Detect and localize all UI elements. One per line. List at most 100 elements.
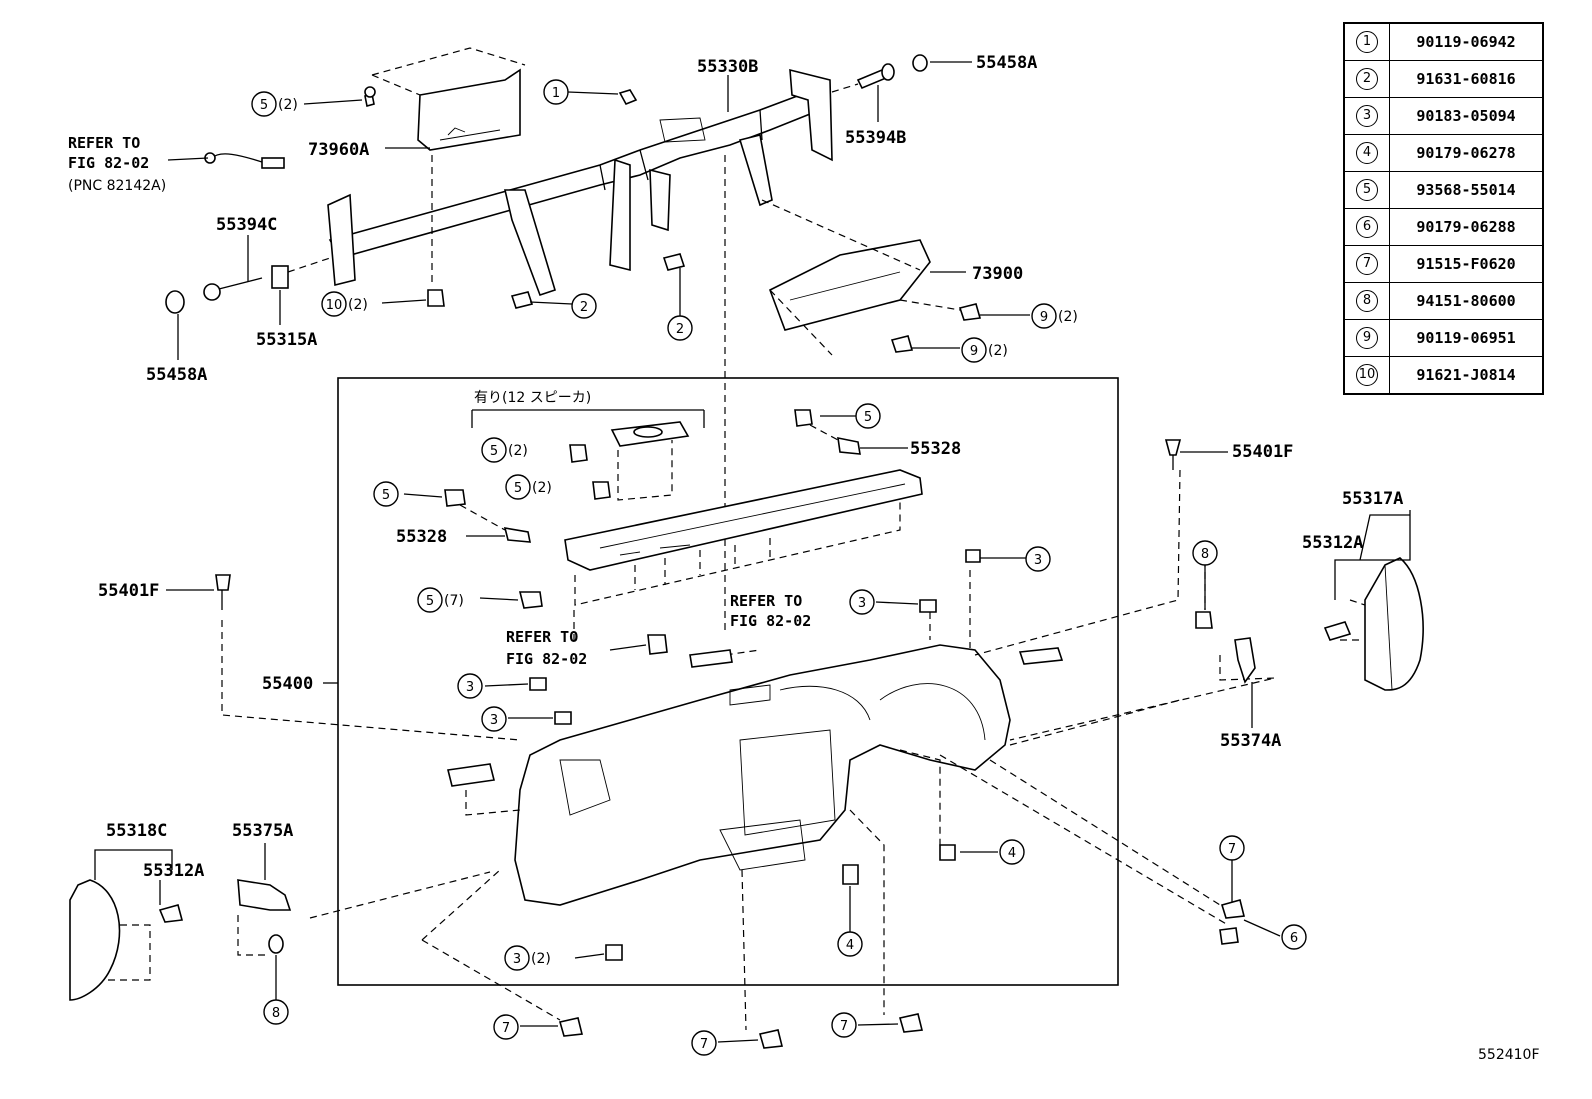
legend-number: 6	[1356, 216, 1378, 238]
label-55328-left: 55328	[396, 527, 447, 547]
clip-55312A-left	[158, 904, 184, 923]
label-55328-right: 55328	[910, 439, 961, 459]
callout-2a: 2	[571, 293, 597, 319]
svg-text:FIG 82-02: FIG 82-02	[68, 154, 149, 172]
svg-text:3: 3	[1034, 553, 1042, 568]
legend-number: 5	[1356, 179, 1378, 201]
callout-5-speaker1: 5	[481, 437, 507, 463]
legend-part-number: 90119-06951	[1389, 319, 1544, 357]
label-55312A-left: 55312A	[143, 861, 204, 881]
callout-7d: 7	[831, 1012, 857, 1038]
svg-text:5: 5	[382, 488, 390, 503]
svg-text:4: 4	[846, 938, 854, 953]
svg-text:3: 3	[490, 713, 498, 728]
svg-text:5: 5	[514, 481, 522, 496]
label-55394C: 55394C	[216, 215, 277, 235]
svg-text:5: 5	[260, 98, 268, 113]
svg-text:(2): (2)	[988, 343, 1008, 359]
svg-text:(2): (2)	[531, 951, 551, 967]
svg-text:7: 7	[1228, 842, 1236, 857]
leader-lines	[94, 61, 1411, 1043]
legend-part-number: 90179-06288	[1389, 208, 1544, 246]
wire-harness	[204, 152, 285, 169]
callout-3a: 3	[1025, 546, 1051, 572]
svg-text:FIG 82-02: FIG 82-02	[730, 612, 811, 630]
callout-5-right: 5	[855, 403, 881, 429]
bolt-icons-top	[364, 86, 982, 353]
legend-row: 4 90179-06278	[1343, 134, 1544, 172]
legend-number: 4	[1356, 142, 1378, 164]
bracket-55374A	[1234, 637, 1256, 684]
callout-3d: 3	[481, 706, 507, 732]
callout-3e: 3	[504, 945, 530, 971]
callout-7b: 7	[493, 1014, 519, 1040]
legend-number: 1	[1356, 31, 1378, 53]
svg-text:8: 8	[272, 1006, 280, 1021]
assembly-frame	[337, 377, 1119, 986]
legend-row: 9 90119-06951	[1343, 319, 1544, 357]
clip-55328	[459, 424, 861, 543]
svg-text:8: 8	[1201, 547, 1209, 562]
legend-part-number: 91621-J0814	[1389, 356, 1544, 395]
svg-text:(2): (2)	[1058, 309, 1078, 325]
svg-text:1: 1	[552, 86, 560, 101]
legend-row: 1 90119-06942	[1343, 22, 1544, 61]
svg-text:6: 6	[1290, 931, 1298, 946]
svg-text:3: 3	[858, 596, 866, 611]
legend-row: 5 93568-55014	[1343, 171, 1544, 209]
legend-number: 9	[1356, 327, 1378, 349]
instrument-panel-main	[447, 644, 1064, 906]
label-55374A: 55374A	[1220, 731, 1281, 751]
legend-row: 7 91515-F0620	[1343, 245, 1544, 283]
instrument-panel-upper-cover	[564, 469, 923, 606]
bottom-screws	[444, 409, 1245, 1049]
svg-text:(2): (2)	[508, 443, 528, 459]
reinforcement-beam	[327, 68, 833, 297]
label-55315A: 55315A	[256, 330, 317, 350]
callout-3b: 3	[849, 589, 875, 615]
svg-text:2: 2	[580, 300, 588, 315]
legend-number: 7	[1356, 253, 1378, 275]
callout-9a: 9	[1031, 303, 1057, 329]
legend-part-number: 90179-06278	[1389, 134, 1544, 172]
svg-text:7: 7	[840, 1019, 848, 1034]
svg-text:(2): (2)	[348, 297, 368, 313]
svg-text:7: 7	[700, 1037, 708, 1052]
label-55318C: 55318C	[106, 821, 167, 841]
callout-6: 6	[1281, 924, 1307, 950]
svg-text:FIG 82-02: FIG 82-02	[506, 650, 587, 668]
part-labels: 55330B 55458A 55394B 73960A 55394C 55315…	[98, 53, 1403, 881]
label-55401F-left: 55401F	[98, 581, 159, 601]
pins-right	[215, 439, 1213, 629]
callout-4a: 4	[999, 839, 1025, 865]
label-55317A: 55317A	[1342, 489, 1403, 509]
label-73900: 73900	[972, 264, 1023, 284]
label-55394B: 55394B	[845, 128, 906, 148]
legend-number: 8	[1356, 290, 1378, 312]
legend-part-number: 91515-F0620	[1389, 245, 1544, 283]
callout-5-left: 5	[373, 481, 399, 507]
callout-8a: 8	[1192, 540, 1218, 566]
side-cover-55317A	[1364, 557, 1424, 691]
svg-text:3: 3	[466, 680, 474, 695]
legend-row: 6 90179-06288	[1343, 208, 1544, 246]
svg-text:REFER TO: REFER TO	[730, 592, 802, 610]
svg-text:(7): (7)	[444, 593, 464, 609]
label-55458A-left: 55458A	[146, 365, 207, 385]
bolt-55394B	[831, 54, 928, 93]
bracket-55375A	[237, 879, 292, 954]
svg-text:5: 5	[864, 410, 872, 425]
legend-part-number: 90119-06942	[1389, 22, 1544, 61]
label-55458A-top: 55458A	[976, 53, 1037, 73]
label-55401F-right: 55401F	[1232, 442, 1293, 462]
side-cover-55318C	[69, 879, 121, 1001]
label-55312A-right: 55312A	[1302, 533, 1363, 553]
svg-text:3: 3	[513, 952, 521, 967]
svg-text:9: 9	[1040, 310, 1048, 325]
svg-text:7: 7	[502, 1021, 510, 1036]
svg-text:10: 10	[326, 298, 343, 313]
legend-part-number: 93568-55014	[1389, 171, 1544, 209]
label-55330B: 55330B	[697, 57, 758, 77]
legend-part-number: 90183-05094	[1389, 97, 1544, 135]
